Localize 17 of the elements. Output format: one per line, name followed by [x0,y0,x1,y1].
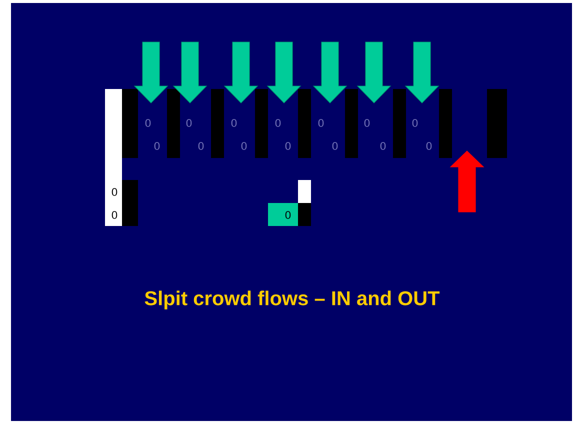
counter-digit: 0 [154,142,160,150]
counter-digit: 0 [412,119,418,127]
counter-digit: 0 [426,142,432,150]
counter-digit: 0 [145,119,151,127]
counter-digit: 0 [186,119,192,127]
counter-digit: 0 [275,119,281,127]
counter-digit: 0 [231,119,237,127]
counter-digit: 0 [332,142,338,150]
counter-digit: 0 [364,119,370,127]
counter-digit: 0 [198,142,204,150]
counter-digit: 0 [318,119,324,127]
counter-digit: 0 [241,142,247,150]
counter-digit: 0 [285,142,291,150]
slide-title: Slpit crowd flows – IN and OUT [144,290,440,310]
count-box: 0 [268,203,298,226]
counter-digit: 0 [380,142,386,150]
gate-panel: 0 0 [105,89,122,226]
